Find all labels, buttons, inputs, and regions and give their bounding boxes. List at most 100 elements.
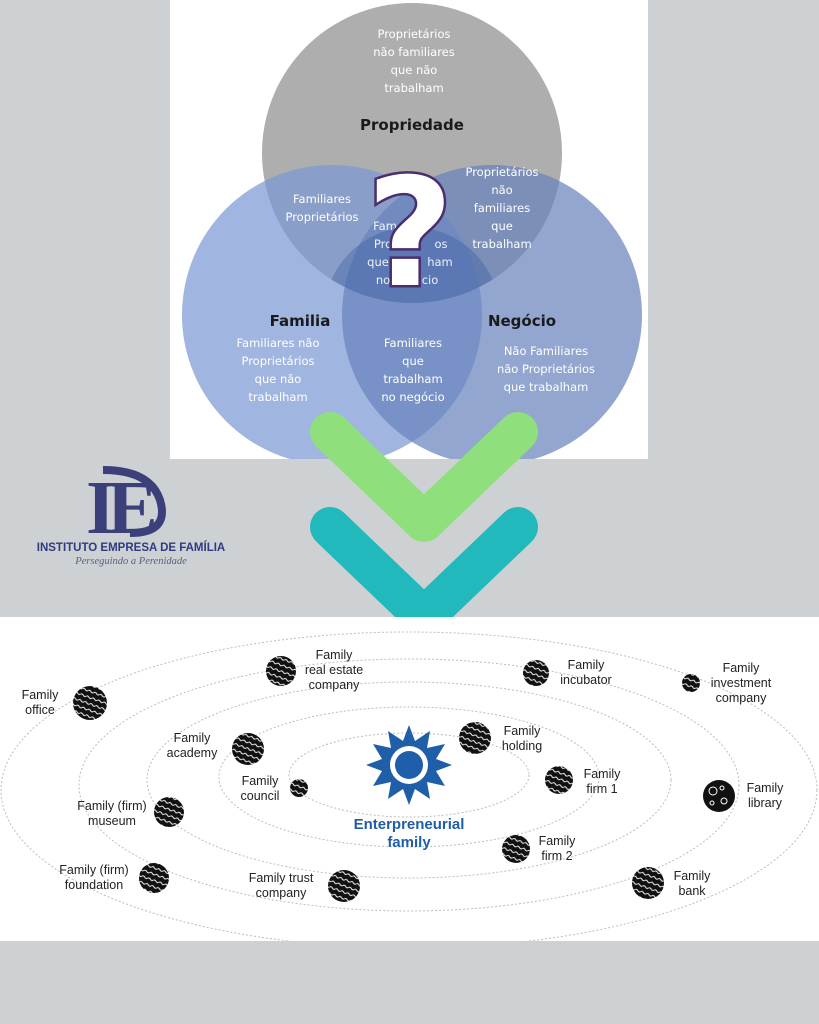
venn-right-line: que trabalham	[504, 380, 589, 394]
planet-label: academy	[167, 746, 218, 760]
planet-icon	[545, 766, 573, 794]
logo-letter-i: I	[86, 466, 116, 550]
venn-topright-line: Proprietários	[465, 165, 538, 179]
venn-title-negocio: Negócio	[488, 312, 556, 330]
venn-topright-line: não	[491, 183, 512, 197]
planet-label: Family	[504, 724, 542, 738]
venn-title-familia: Familia	[270, 312, 331, 330]
planet-label: firm 2	[541, 849, 572, 863]
planet-label: office	[25, 703, 55, 717]
planet-icon	[502, 835, 530, 863]
venn-bottom-line: trabalham	[383, 372, 442, 386]
planet-label: incubator	[560, 673, 611, 687]
planet-label: investment	[711, 676, 772, 690]
planet-icon	[523, 660, 549, 686]
venn-topright-line: trabalham	[472, 237, 531, 251]
logo-d-curve	[102, 466, 166, 537]
planet-label: Family (firm)	[59, 863, 128, 877]
planet-label: council	[241, 789, 280, 803]
planet-label: company	[256, 886, 307, 900]
orbit	[218, 706, 600, 848]
planet-icon	[232, 733, 264, 765]
venn-bottom-line: Familiares	[384, 336, 442, 350]
venn-right-line: Não Familiares	[504, 344, 588, 358]
planet-icon	[154, 797, 184, 827]
planet-label: Family	[723, 661, 761, 675]
orbit	[78, 658, 740, 912]
venn-center-fragment: ham	[427, 255, 453, 269]
orbits	[0, 631, 818, 941]
planet-label: real estate	[305, 663, 363, 677]
venn-left-line: que não	[255, 372, 302, 386]
planet-icon	[459, 722, 491, 754]
venn-center-fragment: no	[376, 273, 390, 287]
venn-topleft-line: Proprietários	[285, 210, 358, 224]
center-label-line2: family	[387, 834, 431, 851]
logo-name: INSTITUTO EMPRESA DE FAMÍLIA	[37, 541, 225, 554]
planet-label: Family trust	[249, 871, 314, 885]
venn-center-fragment: que	[367, 255, 389, 269]
venn-circle-negocio	[342, 165, 642, 459]
orbit	[146, 681, 672, 879]
planet-label: company	[716, 691, 767, 705]
venn-title-propriedade: Propriedade	[360, 116, 464, 134]
venn-right-line: não Proprietários	[497, 362, 595, 376]
planet-label: Family	[568, 658, 606, 672]
venn-bottom-line: que	[402, 354, 424, 368]
chevron-down-icon	[310, 507, 538, 637]
question-mark-icon: ?	[366, 147, 453, 321]
planet-icon	[139, 863, 169, 893]
instituto-logo: I E INSTITUTO EMPRESA DE FAMÍLIA Persegu…	[37, 466, 225, 567]
venn-overlap-center	[324, 227, 500, 303]
venn-center-fragment: Fam	[373, 219, 397, 233]
planet-icon	[682, 674, 700, 692]
venn-center-fragment: os	[434, 237, 447, 251]
logo-letter-e: E	[107, 466, 158, 550]
venn-center-fragment: Pro	[374, 237, 392, 251]
planet-label: Family	[674, 869, 712, 883]
center-label-line1: Enterpreneurial	[354, 816, 465, 833]
planet-icon	[73, 686, 107, 720]
venn-left-line: Familiares não	[236, 336, 319, 350]
planet-label: foundation	[65, 878, 123, 892]
sun-icon	[366, 725, 452, 805]
planet-label: library	[748, 796, 783, 810]
venn-topleft-line: Familiares	[293, 192, 351, 206]
orbit	[288, 732, 530, 818]
planet-label: Family	[22, 688, 60, 702]
planet-label: museum	[88, 814, 136, 828]
planet-icon	[290, 779, 308, 797]
venn-top-line: que não	[391, 63, 438, 77]
planet-icon	[703, 780, 735, 812]
venn-center-fragment: cio	[422, 273, 439, 287]
planet-label: firm 1	[586, 782, 617, 796]
planet-label: Family	[242, 774, 280, 788]
logo-tagline: Perseguindo a Perenidade	[74, 556, 187, 567]
planet-label: bank	[678, 884, 706, 898]
planet-icon	[328, 870, 360, 902]
planet-label: Family	[316, 648, 354, 662]
planet-icon	[266, 656, 296, 686]
venn-top-line: Proprietários	[377, 27, 450, 41]
venn-topright-line: que	[491, 219, 513, 233]
